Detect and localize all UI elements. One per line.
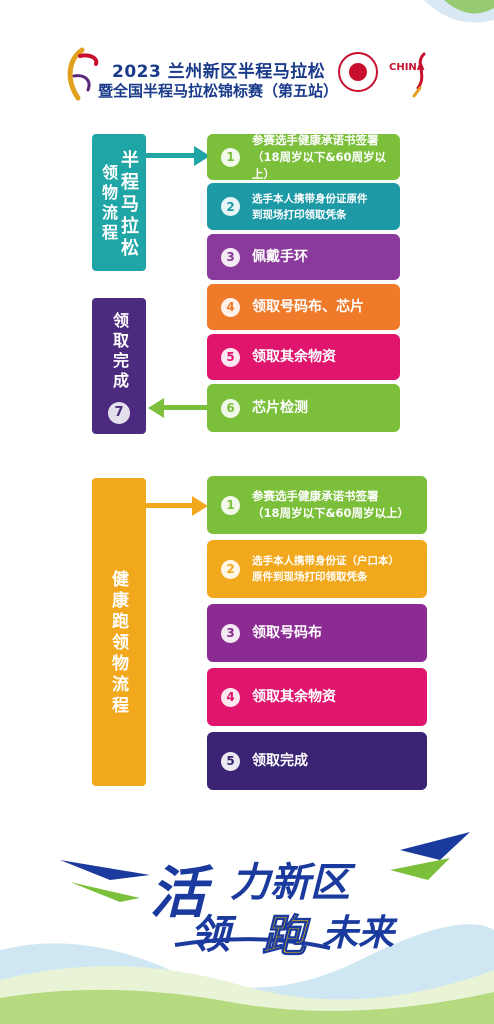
slogan-background-art xyxy=(0,832,494,1024)
health-step-1: 1 参赛选手健康承诺书签署 （18周岁以下&60周岁以上） xyxy=(207,476,427,534)
complete-label: 领取完成 xyxy=(110,312,129,392)
arrow-to-step-1 xyxy=(146,153,196,158)
step-number: 3 xyxy=(221,247,240,267)
arrow-to-health-step-1 xyxy=(146,503,194,508)
step-subtext: 原件到现场打印领取凭条 xyxy=(252,571,368,583)
slogan-part-1: 活 xyxy=(150,861,206,926)
arrow-to-complete xyxy=(162,405,207,410)
arrow-head-icon xyxy=(192,496,208,516)
step-text: 芯片检测 xyxy=(252,400,308,416)
step-text: 选手本人携带身份证（户口本） xyxy=(252,555,399,567)
step-number: 4 xyxy=(221,687,240,707)
slogan-part-4: 跑 xyxy=(262,911,307,963)
step-text: 参赛选手健康承诺书签署 xyxy=(252,132,379,147)
slogan-part-2: 力新区 xyxy=(230,860,350,906)
complete-number: 7 xyxy=(108,402,130,424)
health-step-3: 3 领取号码布 xyxy=(207,604,427,662)
health-step-2: 2 选手本人携带身份证（户口本） 原件到现场打印领取凭条 xyxy=(207,540,427,598)
step-subtext: （18周岁以下&60周岁以上） xyxy=(252,149,387,181)
step-number: 1 xyxy=(221,495,240,515)
complete-box: 领取完成 7 xyxy=(92,298,146,434)
health-step-4: 4 领取其余物资 xyxy=(207,668,427,726)
arrow-head-icon xyxy=(148,398,164,418)
step-text: 佩戴手环 xyxy=(252,249,308,265)
slogan-part-5: 未来 xyxy=(322,913,395,954)
health-run-label: 健康跑领物流程 xyxy=(108,570,128,717)
step-number: 6 xyxy=(221,398,240,418)
event-logo-icon xyxy=(67,47,99,101)
step-number: 4 xyxy=(221,297,240,317)
half-marathon-label-box: 半程马拉松 领物流程 xyxy=(92,134,146,271)
step-number: 2 xyxy=(221,197,240,216)
slogan-part-3: 领 xyxy=(190,912,230,958)
step-number: 2 xyxy=(221,559,240,579)
step-text: 选手本人携带身份证原件 xyxy=(252,192,368,205)
step-number: 1 xyxy=(221,147,240,167)
step-number: 5 xyxy=(221,751,240,771)
half-marathon-process-label: 领物流程 xyxy=(99,164,118,244)
arrow-head-icon xyxy=(194,146,210,166)
half-step-5: 5 领取其余物资 xyxy=(207,334,400,380)
step-number: 3 xyxy=(221,623,240,643)
health-step-5: 5 领取完成 xyxy=(207,732,427,790)
page-subtitle: 暨全国半程马拉松锦标赛（第五站） xyxy=(98,82,339,100)
step-subtext: （18周岁以下&60周岁以上） xyxy=(252,506,410,520)
athletics-association-logo-icon xyxy=(338,52,378,92)
step-number: 5 xyxy=(221,347,240,367)
page-title: 2023 兰州新区半程马拉松 xyxy=(112,62,326,82)
half-step-1: 1 参赛选手健康承诺书签署 （18周岁以下&60周岁以上） xyxy=(207,132,400,181)
half-step-4: 4 领取号码布、芯片 xyxy=(207,284,400,330)
step-text: 领取其余物资 xyxy=(252,349,336,365)
health-run-label-box: 健康跑领物流程 xyxy=(92,478,146,786)
half-step-2: 2 选手本人携带身份证原件到现场打印领取凭条 xyxy=(207,183,400,230)
half-step-6: 6 芯片检测 xyxy=(207,384,400,432)
top-right-decoration xyxy=(424,0,494,23)
step-subtext: 到现场打印领取凭条 xyxy=(252,208,347,221)
china-running-logo-icon xyxy=(412,52,426,98)
step-text: 领取其余物资 xyxy=(252,689,336,705)
step-text: 领取号码布、芯片 xyxy=(252,299,364,315)
china-logo-text: CHINA xyxy=(389,62,425,73)
half-step-3: 3 佩戴手环 xyxy=(207,234,400,280)
step-text: 领取号码布 xyxy=(252,625,322,641)
step-text: 参赛选手健康承诺书签署 xyxy=(252,489,379,503)
half-marathon-label: 半程马拉松 xyxy=(118,150,139,260)
step-text: 领取完成 xyxy=(252,753,308,769)
